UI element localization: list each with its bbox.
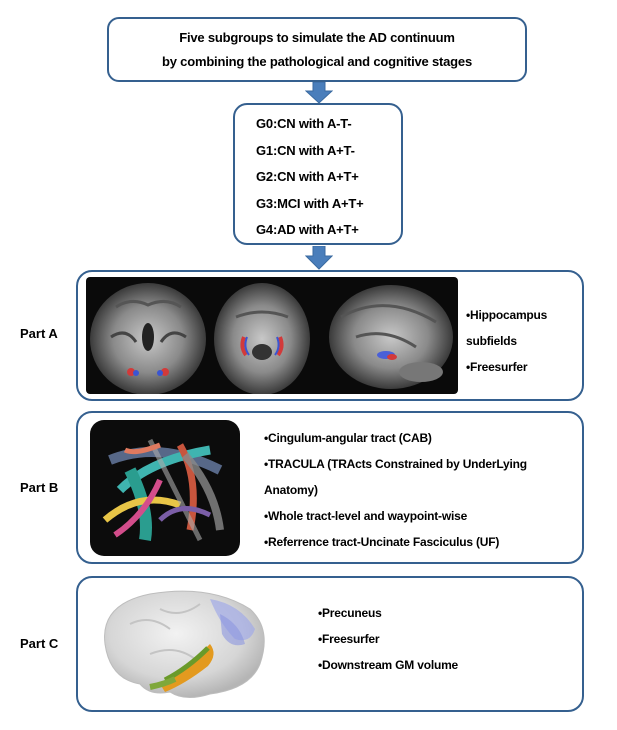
mri-hippocampus-image	[86, 277, 458, 394]
bullet-item: •TRACULA (TRActs Constrained by UnderLyi…	[264, 457, 527, 471]
part-a-label: Part A	[20, 326, 58, 341]
title-box: Five subgroups to simulate the AD contin…	[107, 17, 527, 82]
bullet-item: •Freesurfer	[318, 632, 380, 646]
bullet-item: •Cingulum-angular tract (CAB)	[264, 431, 432, 445]
down-arrow-icon	[305, 82, 333, 104]
part-b-bullets: •Cingulum-angular tract (CAB) •TRACULA (…	[264, 425, 527, 555]
bullet-item: •Hippocampus	[466, 308, 548, 322]
group-item: G2:CN with A+T+	[256, 169, 359, 184]
part-b-label: Part B	[20, 480, 59, 495]
title-line-2: by combining the pathological and cognit…	[162, 53, 472, 69]
part-c-label: Part C	[20, 636, 59, 651]
tractography-image	[90, 420, 240, 556]
bullet-item: Anatomy)	[264, 483, 318, 497]
cortex-surface-image	[90, 584, 275, 706]
bullet-item: •Precuneus	[318, 606, 382, 620]
bullet-item: •Referrence tract-Uncinate Fasciculus (U…	[264, 535, 500, 549]
part-c-bullets: •Precuneus •Freesurfer •Downstream GM vo…	[318, 600, 458, 678]
part-a-bullets: •Hippocampus subfields •Freesurfer	[466, 302, 547, 380]
group-item: G0:CN with A-T-	[256, 116, 352, 131]
group-item: G1:CN with A+T-	[256, 142, 355, 158]
part-c-box: •Precuneus •Freesurfer •Downstream GM vo…	[76, 576, 584, 712]
group-item: G4:AD with A+T+	[256, 222, 359, 237]
groups-box: G0:CN with A-T- G1:CN with A+T- G2:CN wi…	[233, 103, 403, 245]
bullet-item: •Freesurfer	[466, 360, 528, 374]
bullet-item: subfields	[466, 334, 517, 348]
down-arrow-icon	[305, 246, 333, 270]
part-b-box: •Cingulum-angular tract (CAB) •TRACULA (…	[76, 411, 584, 564]
group-item: G3:MCI with A+T+	[256, 195, 364, 211]
bullet-item: •Whole tract-level and waypoint-wise	[264, 509, 468, 523]
title-line-1: Five subgroups to simulate the AD contin…	[179, 29, 455, 45]
part-a-box: •Hippocampus subfields •Freesurfer	[76, 270, 584, 401]
bullet-item: •Downstream GM volume	[318, 658, 459, 672]
